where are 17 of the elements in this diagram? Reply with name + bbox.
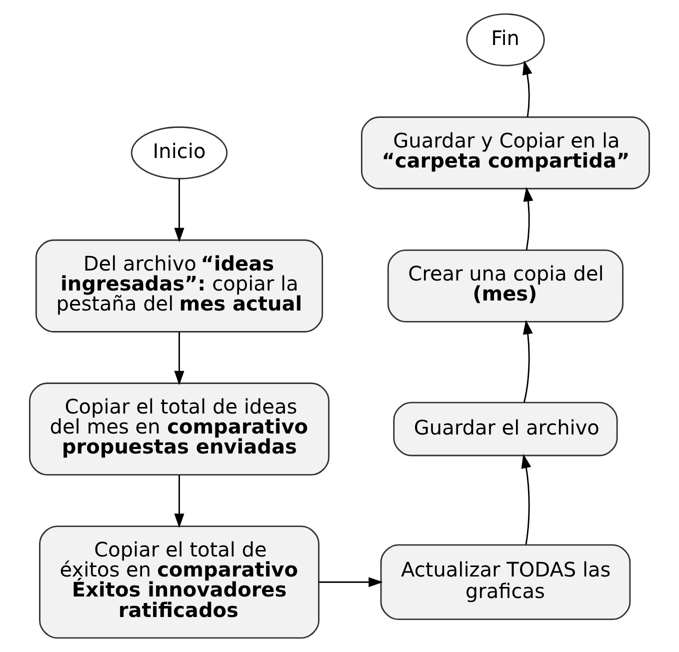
arrow bbox=[522, 320, 533, 402]
arrow bbox=[318, 577, 383, 588]
node-ellipse: Inicio bbox=[130, 126, 228, 180]
node-ellipse: Fin bbox=[466, 13, 545, 66]
arrow bbox=[174, 475, 184, 528]
node-box: Guardar el archivo bbox=[393, 402, 618, 456]
node-box: Actualizar TODAS las graficas bbox=[380, 544, 631, 620]
arrow bbox=[523, 187, 534, 250]
node-box: Guardar y Copiar en la “carpeta compartida” bbox=[360, 116, 650, 190]
node-box: Crear una copia del (mes) bbox=[387, 249, 624, 322]
arrow bbox=[174, 332, 184, 386]
arrow bbox=[174, 178, 184, 242]
node-box: Copiar el total de ideas del mes en comparativo propuestas enviadas bbox=[29, 382, 330, 476]
arrow bbox=[521, 454, 532, 544]
arrow bbox=[522, 60, 532, 117]
node-box: Copiar el total de éxitos en comparativo Éxitos innovadores ratificados bbox=[39, 526, 320, 639]
node-box: Del archivo “ideas ingresadas”: copiar la pestaña del mes actual bbox=[35, 239, 324, 332]
